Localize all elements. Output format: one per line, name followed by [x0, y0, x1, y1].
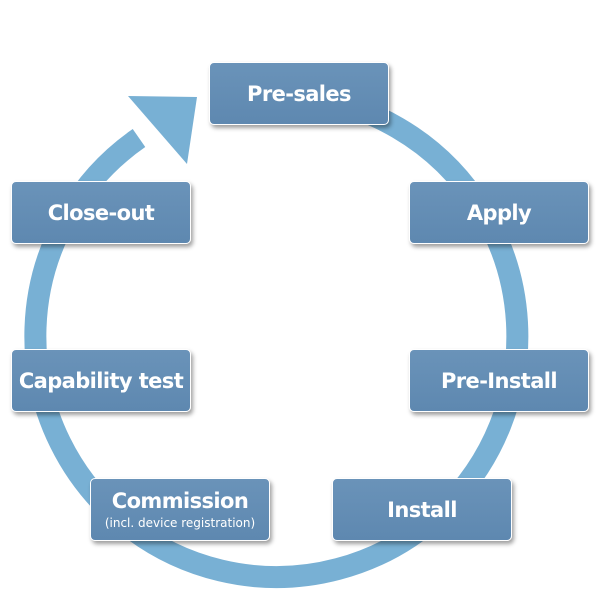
stage-capability-test-label: Capability test — [18, 368, 184, 393]
stage-closeout: Close-out — [11, 181, 191, 244]
stage-commission-label: Commission — [111, 489, 249, 513]
stage-apply: Apply — [409, 181, 589, 244]
stage-preinstall-label: Pre-Install — [441, 368, 558, 393]
stage-capability-test: Capability test — [11, 349, 191, 412]
stage-apply-label: Apply — [466, 200, 532, 225]
cycle-arrowhead — [128, 96, 197, 164]
stage-commission: Commission (incl. device registration) — [90, 478, 270, 541]
stage-install: Install — [332, 478, 512, 541]
stage-closeout-label: Close-out — [47, 200, 155, 225]
stage-presales: Pre-sales — [209, 62, 389, 125]
stage-presales-label: Pre-sales — [247, 81, 352, 106]
stage-preinstall: Pre-Install — [409, 349, 589, 412]
stage-install-label: Install — [387, 497, 457, 522]
stage-commission-note: (incl. device registration) — [104, 516, 256, 530]
